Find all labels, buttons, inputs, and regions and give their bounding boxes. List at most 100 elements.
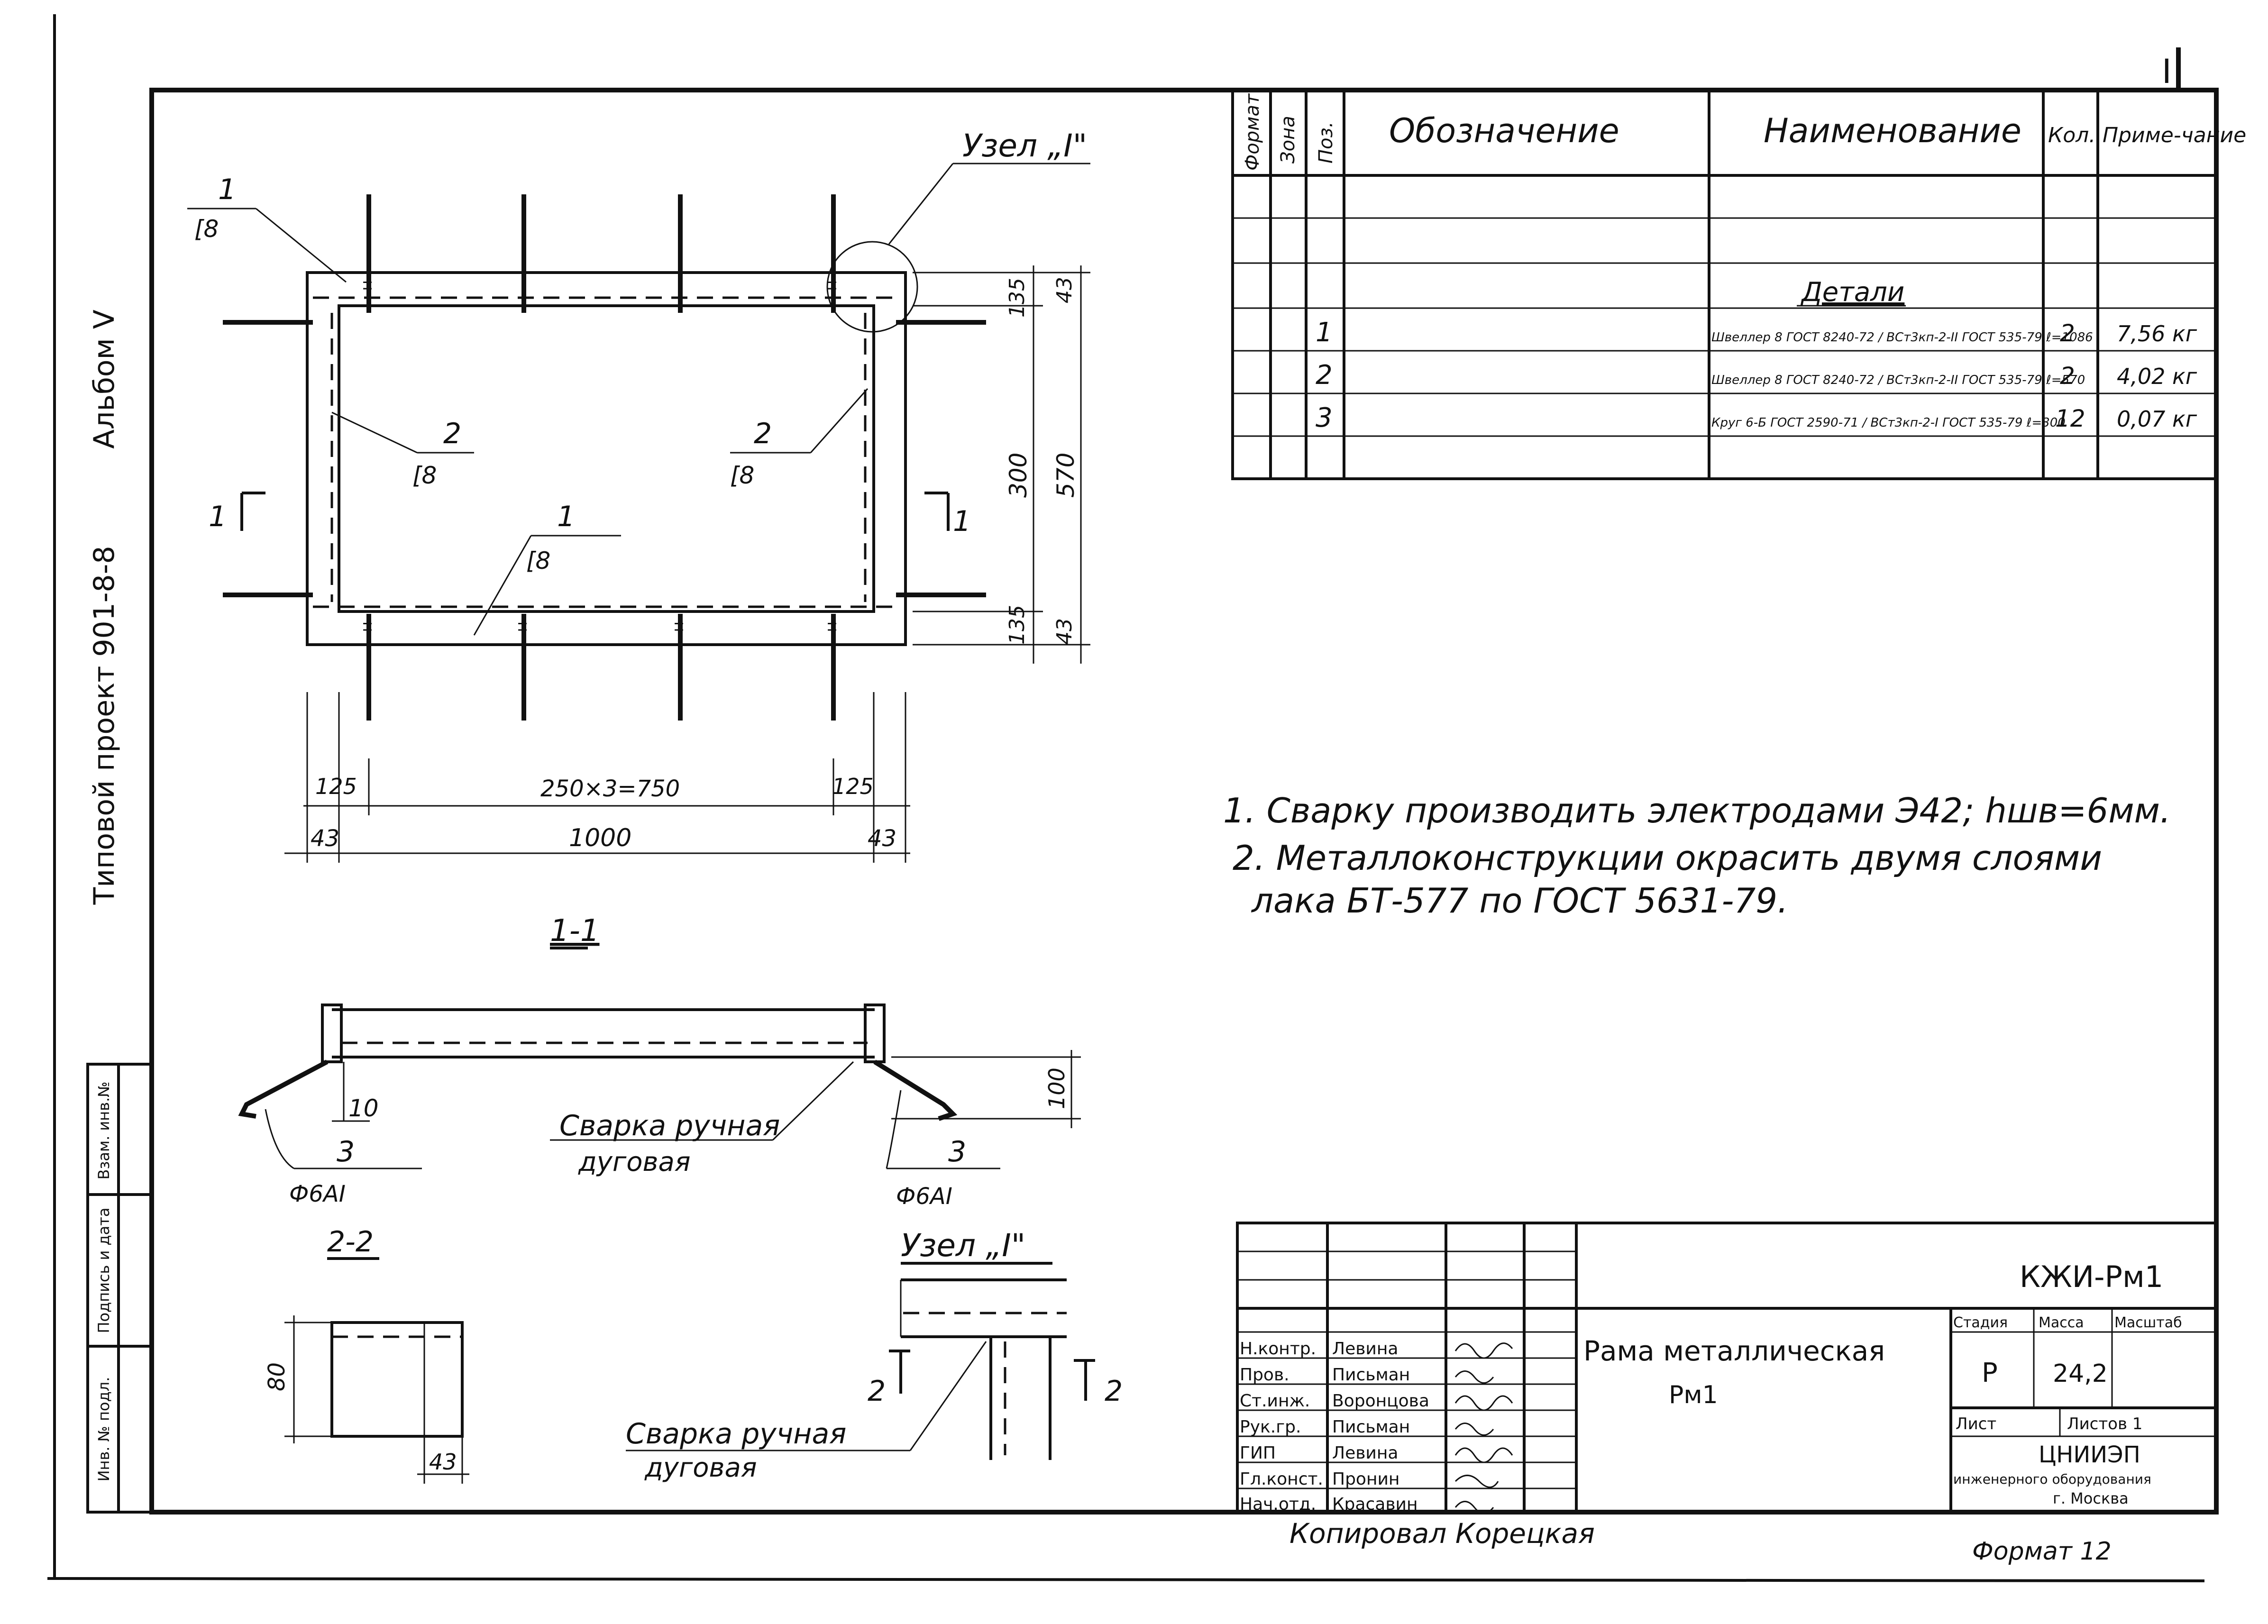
spec-row2-name: Швеллер 8 ГОСТ 8240-72 / ВСт3кп-2-II ГОС… (1711, 373, 2085, 387)
label-pos2-right: 2 (754, 417, 772, 450)
section-mark-2-left: 2 (868, 1375, 886, 1408)
dim-43-bottom: 43 (1052, 618, 1077, 645)
tb-role-0: Н.контр. (1240, 1339, 1316, 1359)
tb-stage-h: Стадия (1953, 1314, 2008, 1331)
node-label: Узел „I" (962, 128, 1087, 164)
stamp-orig-inv: Инв. № подл. (95, 1377, 113, 1482)
hdr-name: Наименование (1764, 111, 2021, 150)
title-block: КЖИ-Рм1 Рама металлическая Рм1 Стадия Ма… (1236, 1222, 2218, 1566)
tb-name-2: Воронцова (1332, 1391, 1429, 1411)
tb-name-5: Пронин (1332, 1469, 1399, 1489)
dim-135-top: 135 (1005, 278, 1029, 318)
spec-table: Формат Зона Поз. Обозначение Наименовани… (1231, 89, 2246, 480)
tb-code: КЖИ-Рм1 (2020, 1259, 2163, 1294)
signatures (1454, 1342, 1513, 1514)
album-project: Типовой проект 901-8-8 (88, 546, 121, 905)
label-pos1-top: 1 (218, 173, 236, 206)
label-pos3-right: 3 (948, 1135, 966, 1168)
label-ch8-right: [8 (730, 462, 754, 489)
hdr-designation: Обозначение (1389, 111, 1619, 150)
weld-label: Сварка ручная (559, 1109, 780, 1142)
svg-text:‡: ‡ (518, 616, 527, 638)
svg-text:‡: ‡ (827, 274, 837, 296)
spec-row3-note: 0,07 кг (2117, 406, 2197, 432)
node-detail: Узел „I" 2 2 Сварка ручная дуговая (626, 1227, 1123, 1483)
dim-43-br: 43 (868, 825, 896, 852)
dim-43-section: 43 (429, 1449, 457, 1475)
spec-row3-qty: 12 (2055, 405, 2085, 432)
dim-125-left: 125 (315, 774, 357, 799)
spec-row1-pos: 1 (1316, 317, 1333, 348)
svg-text:‡: ‡ (363, 274, 372, 296)
dim-80: 80 (264, 1362, 290, 1391)
tb-scale-h: Масштаб (2114, 1314, 2182, 1331)
spec-row2-note: 4,02 кг (2117, 364, 2197, 389)
tb-role-5: Гл.конст. (1240, 1469, 1323, 1489)
label-pos3-left: 3 (337, 1135, 355, 1168)
note-2: 2. Металлоконструкции окрасить двумя сло… (1233, 838, 2102, 878)
stamp-sign-date: Подпись и дата (95, 1207, 113, 1333)
tb-org3: г. Москва (2053, 1489, 2129, 1507)
hdr-pos: Поз. (1315, 121, 1337, 164)
tb-role-6: Нач.отд. (1240, 1495, 1316, 1514)
node-detail-label: Узел „I" (901, 1227, 1025, 1264)
tb-mark: Рм1 (1669, 1381, 1718, 1409)
plan-view: ‡ ‡ ‡ ‡ ‡ ‡ Узел „I" 1 [8 2 [8 2 [8 1 [8… (187, 128, 1090, 863)
section-1-1: 1-1 10 100 Сварка ручная дуговая 3 Ф6АI … (238, 913, 1081, 1210)
section-mark-1-left: 1 (209, 500, 227, 533)
label-pos2-left: 2 (443, 417, 461, 450)
tb-name-6: Красавин (1332, 1495, 1418, 1514)
section-1-1-title: 1-1 (550, 913, 600, 949)
spec-section-title: Детали (1800, 277, 1904, 308)
dim-43-bl: 43 (311, 825, 339, 852)
svg-text:‡: ‡ (827, 616, 837, 638)
hdr-zone: Зона (1277, 116, 1299, 164)
rod-left: Ф6АI (289, 1181, 346, 1207)
note-3: лака БТ-577 по ГОСТ 5631-79. (1251, 881, 1788, 921)
svg-text:Типовой проект 901-8-8: Типовой проект 901-8-8 (88, 546, 121, 905)
dim-10: 10 (348, 1095, 379, 1122)
dim-300: 300 (1005, 453, 1032, 498)
section-mark-2-right: 2 (1105, 1375, 1123, 1408)
tb-name-3: Письман (1332, 1417, 1410, 1437)
tb-role-4: ГИП (1240, 1443, 1276, 1463)
svg-text:Альбом V: Альбом V (88, 310, 121, 449)
dim-135-bottom: 135 (1005, 605, 1029, 645)
dim-125-right: 125 (832, 774, 874, 799)
label-ch8-left: [8 (412, 462, 437, 489)
tb-stage: Р (1982, 1358, 1998, 1388)
tb-sheet-h: Лист (1956, 1414, 1996, 1433)
hdr-format: Формат (1242, 93, 1263, 171)
spec-row1-note: 7,56 кг (2117, 321, 2197, 347)
tb-org2: инженерного оборудования (1953, 1471, 2151, 1487)
section-2-2: 2-2 80 43 (264, 1225, 469, 1484)
hdr-qty: Кол. (2048, 123, 2095, 147)
svg-text:‡: ‡ (674, 616, 684, 638)
notes: 1. Сварку производить электродами Э42; h… (1223, 791, 2171, 921)
rod-right: Ф6АI (896, 1183, 952, 1210)
tb-format: Формат 12 (1972, 1537, 2112, 1566)
label-ch8-bottom: [8 (526, 547, 550, 575)
hdr-note: Приме-чание (2103, 123, 2246, 147)
tb-role-1: Пров. (1240, 1365, 1289, 1385)
tb-name-4: Левина (1332, 1443, 1398, 1463)
tb-sheets-h: Листов 1 (2067, 1414, 2142, 1433)
album-number: Альбом V (88, 310, 121, 449)
weld2-label: Сварка ручная (626, 1417, 846, 1451)
left-stamp: Взам. инв.№ Подпись и дата Инв. № подл. (86, 1063, 153, 1514)
weld2-label-b: дуговая (644, 1452, 757, 1483)
dim-43-top: 43 (1052, 277, 1077, 303)
tb-name-1: Письман (1332, 1365, 1410, 1385)
note-1: 1. Сварку производить электродами Э42; h… (1223, 791, 2171, 830)
dim-1000: 1000 (569, 824, 631, 852)
spec-row1-name: Швеллер 8 ГОСТ 8240-72 / ВСт3кп-2-II ГОС… (1711, 330, 2093, 345)
dim-100: 100 (1044, 1067, 1070, 1109)
dim-570: 570 (1052, 453, 1079, 498)
spec-row3-pos: 3 (1316, 402, 1333, 433)
spec-row2-qty: 2 (2060, 362, 2075, 390)
spec-row2-pos: 2 (1316, 360, 1333, 391)
album-info: Типовой проект 901-8-8 Альбом V (88, 310, 121, 905)
svg-text:‡: ‡ (363, 616, 372, 638)
label-pos1-bottom: 1 (557, 500, 575, 533)
